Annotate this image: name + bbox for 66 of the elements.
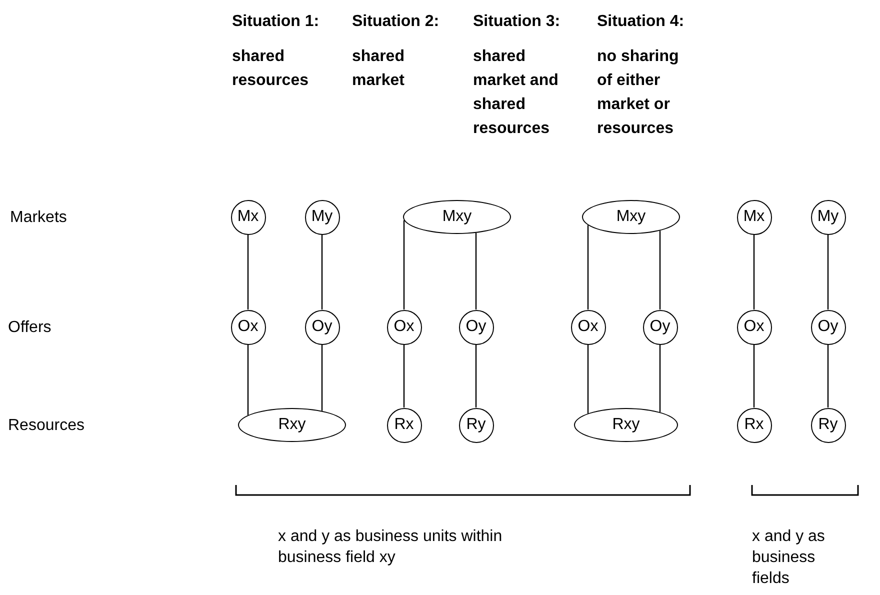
node-label: Oy bbox=[650, 318, 670, 336]
circle-node bbox=[810, 408, 846, 442]
connector-line bbox=[475, 344, 477, 408]
node-label: Rx bbox=[394, 416, 414, 434]
node-label: Ry bbox=[818, 416, 838, 434]
connector-line bbox=[321, 344, 323, 411]
ellipse-node bbox=[403, 200, 511, 234]
node-label: Mx bbox=[237, 208, 259, 226]
connector-line bbox=[753, 234, 755, 310]
circle-node bbox=[458, 408, 494, 442]
connector-line bbox=[321, 234, 323, 310]
node-label: My bbox=[311, 208, 333, 226]
node-label: Ox bbox=[744, 318, 764, 336]
connector-line bbox=[587, 225, 589, 310]
bracket-caption: x and y as business units within business field xy bbox=[278, 527, 504, 568]
column-subheading: no sharing of either market or resources bbox=[597, 47, 680, 139]
node-label: Oy bbox=[466, 318, 486, 336]
column-subheading: shared market bbox=[352, 47, 406, 91]
column-subheading: shared resources bbox=[232, 47, 310, 91]
row-label: Markets bbox=[10, 208, 68, 228]
column-heading: Situation 1: bbox=[232, 12, 320, 32]
bracket-caption: x and y as business fields bbox=[752, 527, 826, 589]
connector-line bbox=[659, 344, 661, 412]
circle-node bbox=[736, 310, 772, 344]
circle-node bbox=[642, 310, 678, 344]
node-label: My bbox=[817, 208, 839, 226]
connector-line bbox=[587, 344, 589, 414]
node-label: Mx bbox=[743, 208, 765, 226]
node-label: Ry bbox=[466, 416, 486, 434]
column-heading: Situation 3: bbox=[473, 12, 562, 32]
circle-node bbox=[736, 200, 772, 234]
circle-node bbox=[810, 200, 846, 234]
column-subheading: shared market and shared resources bbox=[473, 47, 560, 139]
circle-node bbox=[810, 310, 846, 344]
connector-line bbox=[475, 232, 477, 310]
node-label: Ox bbox=[238, 318, 258, 336]
connector-line bbox=[403, 220, 405, 310]
node-label: Oy bbox=[312, 318, 332, 336]
circle-node bbox=[230, 310, 266, 344]
connector-line bbox=[247, 234, 249, 310]
connector-line bbox=[659, 230, 661, 310]
node-label: Rx bbox=[744, 416, 764, 434]
circle-node bbox=[386, 310, 422, 344]
connector-line bbox=[827, 234, 829, 310]
circle-node bbox=[458, 310, 494, 344]
circle-node bbox=[386, 408, 422, 442]
node-label: Rxy bbox=[612, 416, 640, 434]
circle-node bbox=[736, 408, 772, 442]
node-label: Mxy bbox=[616, 208, 646, 226]
row-label: Offers bbox=[8, 318, 52, 338]
connector-line bbox=[247, 344, 249, 416]
circle-node bbox=[304, 200, 340, 234]
column-heading: Situation 2: bbox=[352, 12, 440, 32]
node-label: Mxy bbox=[442, 208, 472, 226]
column-heading: Situation 4: bbox=[597, 12, 686, 32]
node-label: Rxy bbox=[278, 416, 306, 434]
node-label: Ox bbox=[578, 318, 598, 336]
connector-line bbox=[753, 344, 755, 408]
circle-node bbox=[570, 310, 606, 344]
node-label: Ox bbox=[394, 318, 414, 336]
circle-node bbox=[304, 310, 340, 344]
node-label: Oy bbox=[818, 318, 838, 336]
connector-line bbox=[403, 344, 405, 408]
connector-line bbox=[827, 344, 829, 408]
circle-node bbox=[230, 200, 266, 234]
row-label: Resources bbox=[8, 416, 86, 436]
